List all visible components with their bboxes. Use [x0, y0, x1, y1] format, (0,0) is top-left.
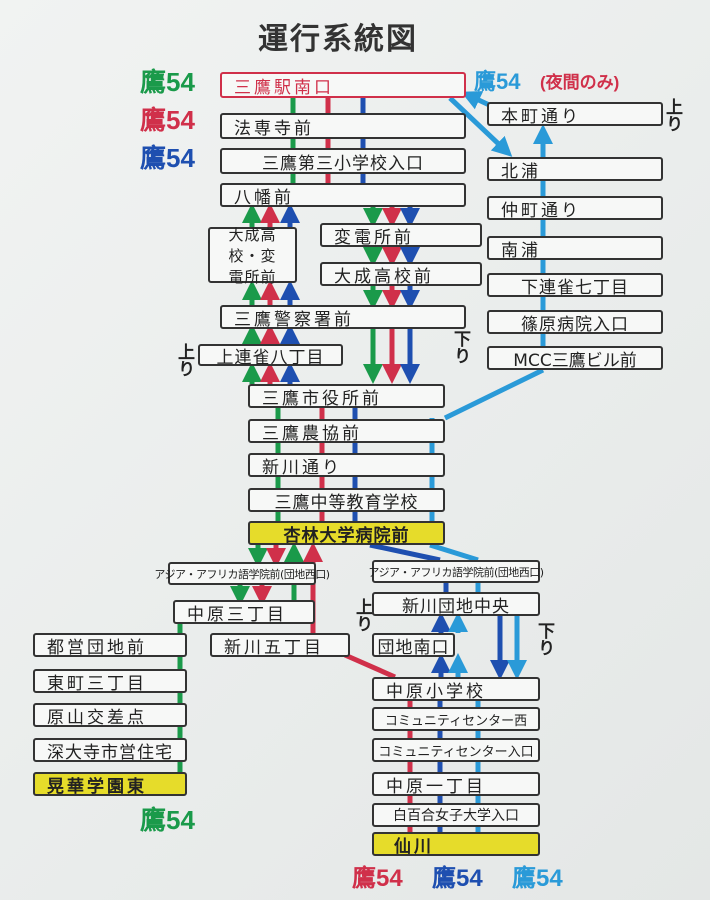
stop: 白百合女子大学入口 [372, 803, 540, 827]
stop: MCC三鷹ビル前 [487, 346, 663, 371]
route-label-green: 鷹54 [140, 805, 195, 835]
route-label-blue: 鷹54 [432, 865, 483, 892]
stop: 中原三丁目 [173, 600, 315, 625]
route-label-light-blue: 鷹54 [474, 69, 521, 94]
stop-kyorin-hospital: 杏林大学病院前 [248, 521, 445, 546]
stop: 中原一丁目 [372, 772, 540, 797]
stop: 新川団地中央 [372, 592, 540, 617]
stop: 三鷹市役所前 [248, 384, 445, 409]
stop: 都営団地前 [33, 633, 187, 658]
stop: 三鷹中等教育学校 [248, 488, 445, 513]
stop: 北浦 [487, 157, 663, 182]
stop: 本町通り [487, 102, 663, 127]
stop: 八幡前 [220, 183, 466, 208]
stop: 三鷹警察署前 [220, 305, 466, 330]
stop-terminal-kokagakuen: 晃華学園東 [33, 772, 187, 797]
direction-up-label: 上り [174, 343, 194, 377]
stop: 三鷹農協前 [248, 419, 445, 444]
stop: 上連雀八丁目 [198, 344, 343, 368]
diagram-title: 運行系統図 [258, 22, 418, 57]
stop: 中原小学校 [372, 677, 540, 702]
stop: アジア・アフリカ語学院前(団地西口) [154, 562, 330, 585]
down-arrows [363, 207, 420, 384]
stop: 原山交差点 [33, 703, 187, 728]
stop: アジア・アフリカ語学院前(団地西口) [368, 560, 544, 583]
stop: 三鷹第三小学校入口 [220, 148, 466, 174]
stop: 仲町通り [487, 196, 663, 221]
direction-down-label: 下り [534, 622, 554, 656]
night-only-note: (夜間のみ) [540, 73, 620, 92]
stop: 新川五丁目 [210, 633, 350, 658]
stop: 東町三丁目 [33, 669, 187, 694]
stop: コミュニティセンター入口 [372, 738, 540, 762]
route-label-light-blue: 鷹54 [512, 865, 563, 892]
stop: 南浦 [487, 236, 663, 261]
route-label-blue: 鷹54 [140, 143, 195, 173]
stop: 篠原病院入口 [487, 310, 663, 335]
up-arrows [242, 203, 300, 384]
stop-mitaka-station: 三鷹駅南口 [220, 72, 466, 98]
direction-up-label: 上り [352, 598, 372, 632]
stop: 深大寺市営住宅 [33, 738, 187, 763]
route-label-green: 鷹54 [140, 67, 195, 97]
stop: 新川通り [248, 453, 445, 478]
stop: 大成高校・変電所前 [208, 226, 297, 286]
direction-down-label: 下り [450, 330, 470, 364]
route-label-red: 鷹54 [352, 865, 403, 892]
stop: 下連雀七丁目 [487, 273, 663, 298]
route-label-red: 鷹54 [140, 105, 195, 135]
stop-terminal-sengawa: 仙川 [372, 832, 540, 857]
stop: コミュニティセンター西 [372, 707, 540, 731]
stop: 団地南口 [372, 633, 455, 658]
stop: 法専寺前 [220, 113, 466, 139]
stop: 変電所前 [320, 223, 482, 248]
direction-up-label: 上り [662, 98, 682, 132]
stop: 大成高校前 [320, 262, 482, 287]
